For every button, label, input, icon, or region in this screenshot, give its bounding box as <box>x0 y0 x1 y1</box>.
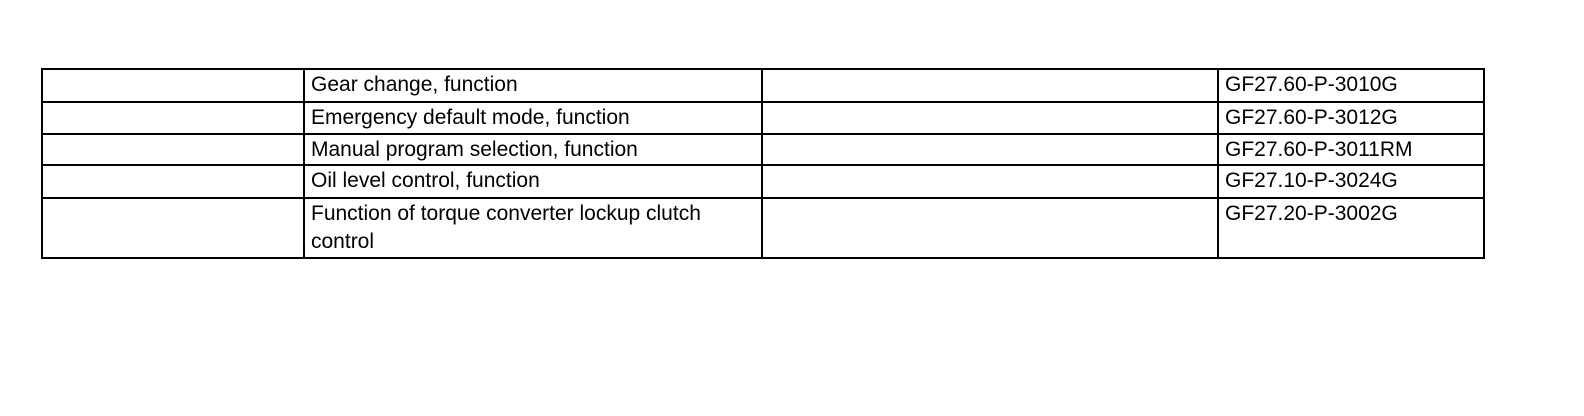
cell-empty-middle <box>761 68 1219 103</box>
table-row: Manual program selection, function GF27.6… <box>41 133 1485 166</box>
table-row: Function of torque converter lockup clut… <box>41 197 1485 259</box>
table-row: Oil level control, function GF27.10-P-302… <box>41 164 1485 199</box>
cell-empty-middle <box>761 101 1219 135</box>
cell-empty-left <box>41 133 305 166</box>
cell-description: Emergency default mode, function <box>303 101 763 135</box>
cell-empty-left <box>41 101 305 135</box>
cell-empty-middle <box>761 164 1219 199</box>
cell-document-code: GF27.20-P-3002G <box>1217 197 1485 259</box>
cell-document-code: GF27.60-P-3010G <box>1217 68 1485 103</box>
cell-empty-middle <box>761 197 1219 259</box>
cell-document-code: GF27.60-P-3012G <box>1217 101 1485 135</box>
cell-description: Oil level control, function <box>303 164 763 199</box>
table-row: Emergency default mode, function GF27.60-… <box>41 101 1485 135</box>
cell-description: Manual program selection, function <box>303 133 763 166</box>
cell-document-code: GF27.60-P-3011RM <box>1217 133 1485 166</box>
cell-empty-left <box>41 197 305 259</box>
cell-empty-left <box>41 68 305 103</box>
cell-empty-left <box>41 164 305 199</box>
cell-description: Gear change, function <box>303 68 763 103</box>
cell-empty-middle <box>761 133 1219 166</box>
cell-document-code: GF27.10-P-3024G <box>1217 164 1485 199</box>
table-row: Gear change, function GF27.60-P-3010G <box>41 68 1485 103</box>
cell-description: Function of torque converter lockup clut… <box>303 197 763 259</box>
